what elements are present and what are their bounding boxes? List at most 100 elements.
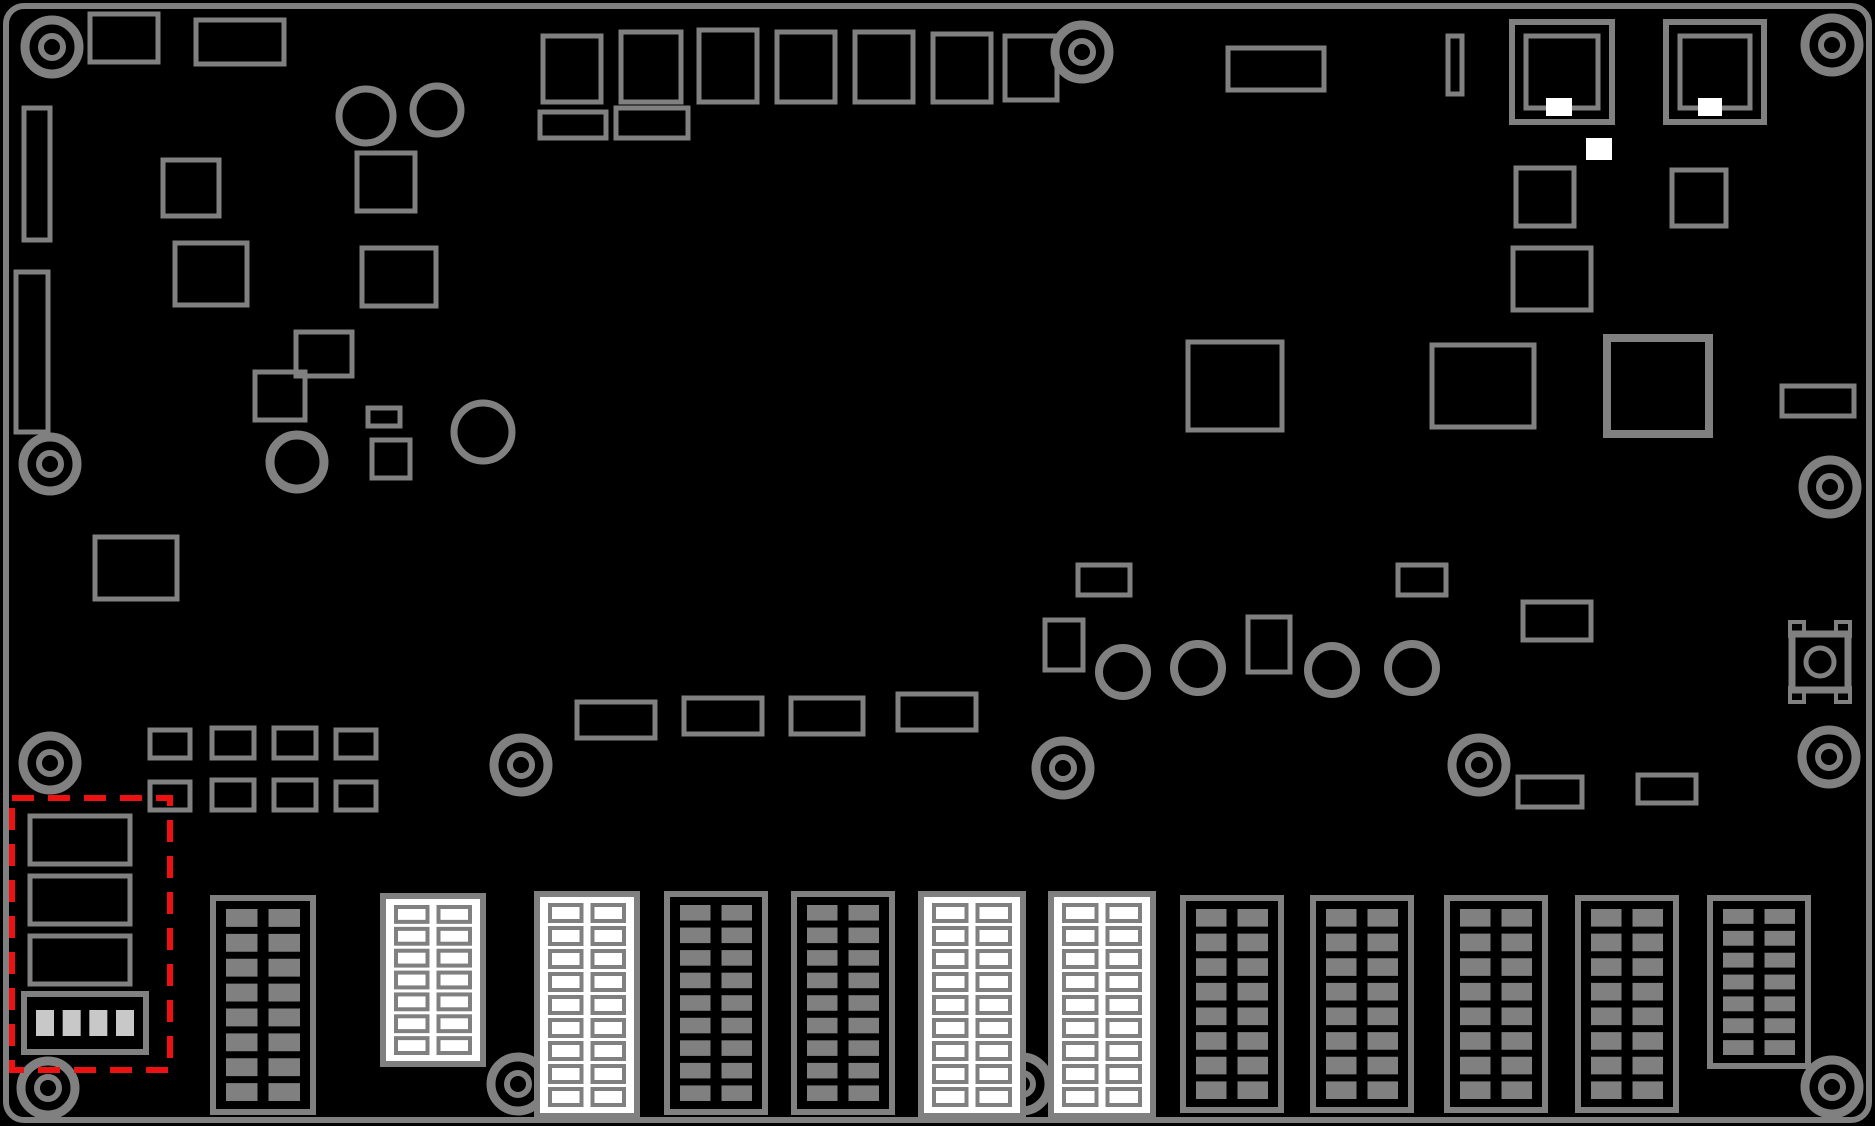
header-pin bbox=[680, 1085, 711, 1101]
push-button bbox=[1788, 620, 1852, 704]
header-pin bbox=[226, 933, 258, 952]
mounting-hole-bottom-center-left-inner-ring bbox=[504, 1070, 532, 1098]
header-pin bbox=[590, 1064, 626, 1084]
mounting-hole-right-middle bbox=[1798, 455, 1862, 519]
header-pin bbox=[807, 950, 838, 966]
mounting-hole-left-lower bbox=[18, 731, 82, 795]
header-pin bbox=[548, 903, 584, 923]
header-pin bbox=[1460, 1056, 1491, 1075]
header-pin bbox=[226, 958, 258, 977]
ic-component bbox=[1510, 245, 1594, 313]
header-pin bbox=[394, 926, 430, 946]
header-pin bbox=[268, 1008, 300, 1027]
header-pin bbox=[848, 1040, 879, 1056]
header-pin bbox=[848, 905, 879, 921]
header-pin bbox=[1062, 995, 1099, 1015]
header-pin bbox=[975, 903, 1012, 923]
crystal bbox=[1445, 33, 1465, 97]
header-pin bbox=[1062, 1041, 1099, 1061]
header-pin bbox=[226, 1058, 258, 1077]
header-pin bbox=[1764, 1040, 1795, 1055]
header-pin bbox=[548, 949, 584, 969]
header-pin bbox=[848, 1062, 879, 1079]
header-pin bbox=[1196, 982, 1227, 1001]
header-pin bbox=[721, 1017, 752, 1034]
pin-header-10-body bbox=[1444, 895, 1548, 1113]
header-pin bbox=[932, 903, 969, 923]
header-pin bbox=[721, 1062, 752, 1079]
header-pin bbox=[932, 1018, 969, 1038]
header-pin bbox=[1196, 1056, 1227, 1075]
header-pin bbox=[1723, 909, 1754, 924]
jumper-pad bbox=[147, 727, 193, 761]
header-pin bbox=[1591, 958, 1622, 976]
smd-component bbox=[1515, 774, 1585, 810]
header-pin bbox=[975, 949, 1012, 969]
mounting-hole-right-middle-outer-ring bbox=[1798, 455, 1862, 519]
mounting-hole-center-lower bbox=[1031, 736, 1095, 800]
jumper-pad bbox=[147, 779, 193, 813]
header-pin bbox=[1062, 903, 1099, 923]
pin-header-12 bbox=[1707, 895, 1811, 1069]
header-pin bbox=[680, 972, 711, 989]
header-pin bbox=[1764, 909, 1795, 924]
smd-component bbox=[1520, 599, 1594, 643]
header-pin bbox=[226, 1033, 258, 1052]
smd-component bbox=[574, 699, 658, 741]
ic-component bbox=[160, 157, 222, 219]
header-pin bbox=[807, 1085, 838, 1101]
pin-header-3 bbox=[534, 891, 640, 1119]
header-pin bbox=[807, 1040, 838, 1056]
header-pin bbox=[436, 970, 472, 990]
smd-component bbox=[1395, 562, 1449, 598]
header-pin bbox=[436, 905, 472, 924]
mounting-hole-bottom-left bbox=[16, 1056, 80, 1120]
header-pin bbox=[1501, 1056, 1532, 1075]
capacitor bbox=[409, 82, 465, 138]
header-pin bbox=[590, 949, 626, 969]
header-pin bbox=[548, 1018, 584, 1038]
header-pin bbox=[590, 972, 626, 992]
mounting-hole-top-right bbox=[1800, 13, 1864, 77]
header-pin bbox=[1062, 1087, 1099, 1107]
pin-header-2 bbox=[380, 893, 486, 1067]
header-pin bbox=[1062, 1018, 1099, 1038]
mounting-hole-right-lower-outer-ring bbox=[1797, 725, 1861, 789]
pin-header-6 bbox=[918, 891, 1026, 1119]
header-pin bbox=[394, 970, 430, 990]
ic-component bbox=[1513, 165, 1577, 229]
jumper-pad bbox=[271, 725, 319, 761]
header-pin bbox=[226, 1008, 258, 1027]
connector-pin bbox=[36, 1010, 54, 1036]
header-pin bbox=[1723, 1040, 1754, 1055]
header-pin bbox=[1460, 1032, 1491, 1050]
header-pin bbox=[680, 1040, 711, 1056]
ic-component bbox=[293, 329, 355, 379]
header-pin bbox=[268, 1033, 300, 1052]
header-pin bbox=[1105, 972, 1142, 992]
header-pin bbox=[436, 1036, 472, 1055]
header-pin bbox=[590, 903, 626, 923]
header-pin bbox=[807, 905, 838, 921]
header-pin bbox=[1723, 974, 1754, 990]
header-pin bbox=[680, 950, 711, 966]
header-pin bbox=[1501, 1007, 1532, 1026]
header-pin bbox=[932, 972, 969, 992]
header-pin bbox=[1326, 1007, 1357, 1026]
header-pin bbox=[807, 1062, 838, 1079]
ic-component bbox=[354, 150, 418, 214]
header-pin bbox=[1591, 1056, 1622, 1075]
header-pin bbox=[1632, 933, 1663, 952]
header-pin bbox=[1367, 933, 1398, 952]
header-pin bbox=[1591, 982, 1622, 1001]
pin-header-7 bbox=[1048, 891, 1156, 1119]
header-pin bbox=[1367, 982, 1398, 1001]
header-pin bbox=[1460, 1007, 1491, 1026]
white-marker bbox=[1698, 98, 1722, 116]
connector-pin bbox=[116, 1010, 134, 1036]
connector-slot-2 bbox=[27, 873, 133, 927]
shielded-module-inner bbox=[1523, 33, 1601, 111]
header-pin bbox=[590, 995, 626, 1015]
